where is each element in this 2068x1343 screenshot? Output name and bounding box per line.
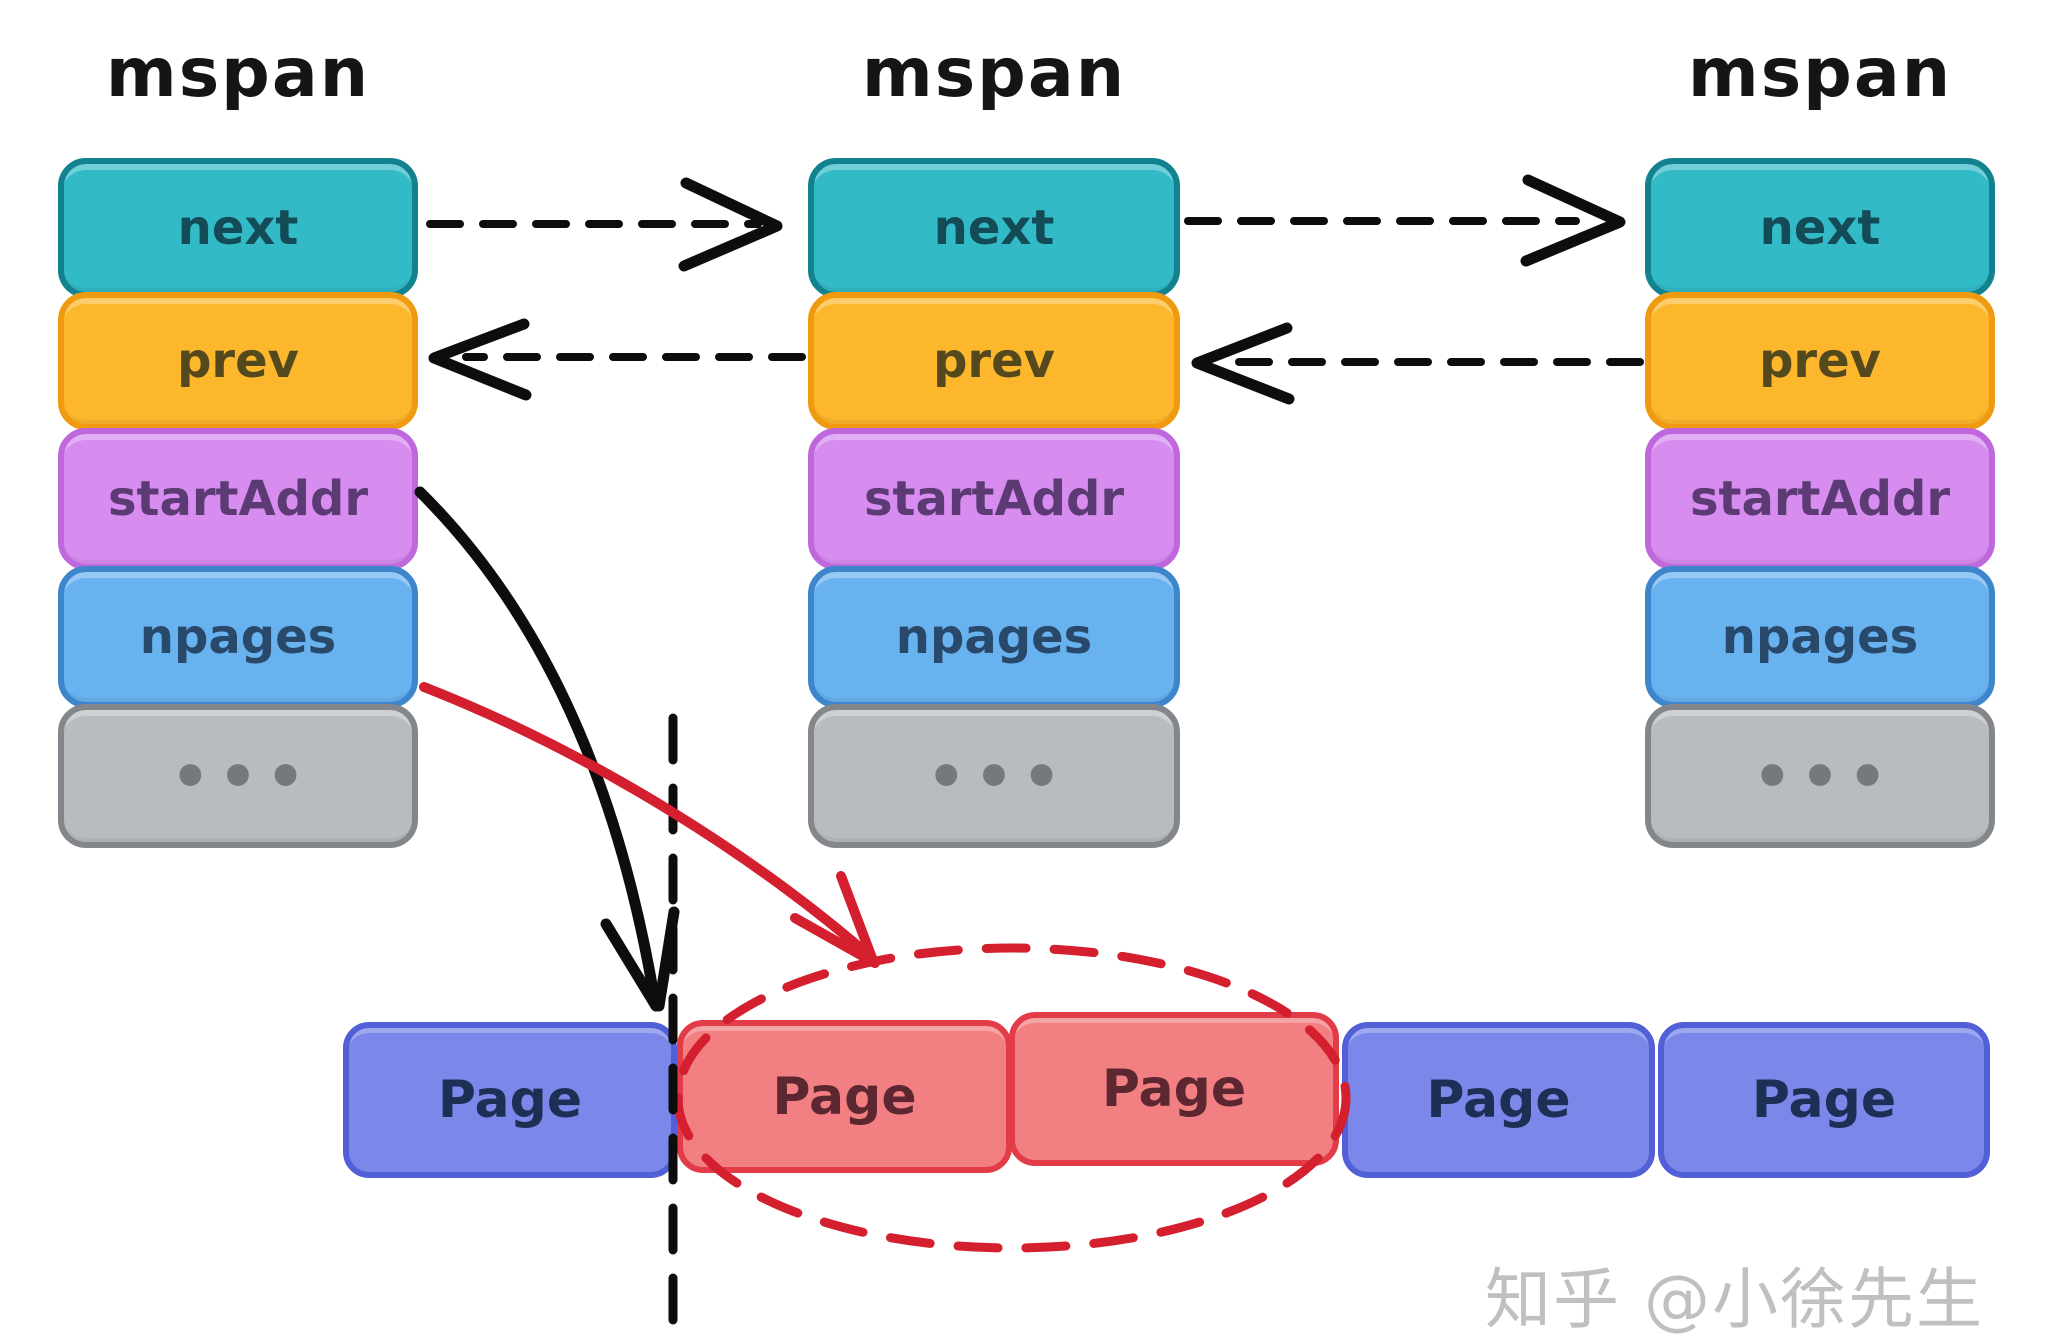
field-next: next xyxy=(808,158,1180,298)
mspan-column-1: mspan next prev startAddr npages ••• xyxy=(58,0,418,1343)
page-box-highlighted: Page xyxy=(677,1020,1012,1173)
watermark-text: 知乎 @小徐先生 xyxy=(1485,1261,1984,1338)
next-arrowhead-icon xyxy=(1520,174,1626,267)
field-npages: npages xyxy=(58,566,418,708)
field-prev: prev xyxy=(1645,292,1995,430)
field-startaddr: startAddr xyxy=(808,428,1180,570)
startaddr-arrowhead-icon xyxy=(600,906,680,1012)
page-box: Page xyxy=(1342,1022,1655,1178)
mspan-title: mspan xyxy=(105,34,371,113)
field-ellipsis: ••• xyxy=(808,704,1180,848)
field-npages: npages xyxy=(1645,566,1995,708)
field-ellipsis: ••• xyxy=(1645,704,1995,848)
field-startaddr: startAddr xyxy=(1645,428,1995,570)
field-prev: prev xyxy=(808,292,1180,430)
mspan-column-3: mspan next prev startAddr npages ••• xyxy=(1645,0,1995,1343)
mspan-title: mspan xyxy=(1687,34,1953,113)
npages-arrow xyxy=(419,682,877,963)
page-box-highlighted: Page xyxy=(1009,1012,1339,1166)
field-next: next xyxy=(58,158,418,298)
field-prev: prev xyxy=(58,292,418,430)
mspan-title: mspan xyxy=(861,34,1127,113)
field-ellipsis: ••• xyxy=(58,704,418,848)
field-next: next xyxy=(1645,158,1995,298)
prev-arrowhead-icon xyxy=(1191,322,1295,405)
startaddr-arrow xyxy=(414,486,661,1008)
prev-arrowhead-icon xyxy=(428,318,532,401)
page-box: Page xyxy=(1658,1022,1990,1178)
next-arrowhead-icon xyxy=(678,177,783,272)
page-box: Page xyxy=(343,1022,677,1178)
field-npages: npages xyxy=(808,566,1180,708)
field-startaddr: startAddr xyxy=(58,428,418,570)
